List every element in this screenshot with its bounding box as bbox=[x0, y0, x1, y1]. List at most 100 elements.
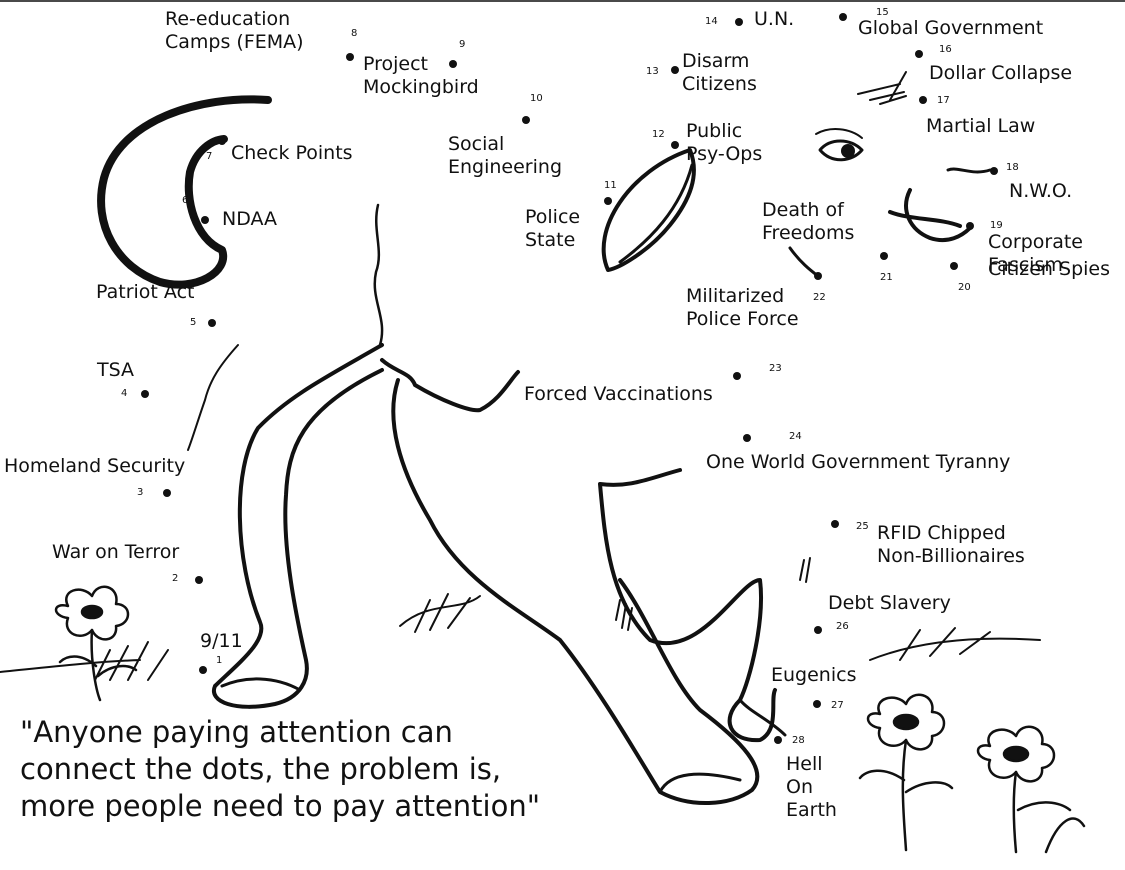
dot-4 bbox=[141, 390, 149, 398]
dot-number: 12 bbox=[652, 129, 665, 140]
dot-5 bbox=[208, 319, 216, 327]
dot-6 bbox=[201, 216, 209, 224]
dot-label: Corporate Fascism bbox=[988, 231, 1083, 276]
dot-20 bbox=[950, 262, 958, 270]
dot-number: 24 bbox=[789, 431, 802, 442]
mouth-curve bbox=[888, 188, 972, 243]
dot-number: 14 bbox=[705, 16, 718, 27]
dot-number: 9 bbox=[459, 39, 466, 50]
dot-number: 18 bbox=[1006, 162, 1019, 173]
dot-number: 8 bbox=[351, 28, 358, 39]
dot-label: 9/11 bbox=[200, 630, 243, 652]
dot-number: 15 bbox=[876, 7, 889, 18]
dot-28 bbox=[774, 736, 782, 744]
tail-curl bbox=[97, 95, 272, 289]
dot-1 bbox=[199, 666, 207, 674]
dot-label: Death of Freedoms bbox=[762, 199, 855, 244]
dot-number: 20 bbox=[958, 282, 971, 293]
dot-label: Project Mockingbird bbox=[363, 53, 479, 98]
fur-tuft bbox=[187, 344, 239, 451]
dot-22 bbox=[814, 272, 822, 280]
dot-number: 25 bbox=[856, 521, 869, 532]
dot-label: NDAA bbox=[222, 208, 278, 230]
dot-number: 27 bbox=[831, 700, 844, 711]
flower-left bbox=[54, 585, 138, 702]
dot-19 bbox=[966, 222, 974, 230]
dot-24 bbox=[743, 434, 751, 442]
dot-label: Disarm Citizens bbox=[682, 50, 757, 95]
dot-label: Militarized Police Force bbox=[686, 285, 799, 330]
dot-number: 11 bbox=[604, 180, 617, 191]
back-crack bbox=[373, 203, 384, 347]
dot-label: Martial Law bbox=[926, 115, 1036, 137]
dot-9 bbox=[449, 60, 457, 68]
dot-number: 5 bbox=[190, 317, 197, 328]
dot-number: 16 bbox=[939, 44, 952, 55]
dot-8 bbox=[346, 53, 354, 61]
dot-17 bbox=[919, 96, 927, 104]
hind-paw bbox=[738, 698, 787, 737]
dot-label: U.N. bbox=[754, 8, 795, 30]
dot-23 bbox=[733, 372, 741, 380]
dot-label: One World Government Tyranny bbox=[706, 451, 1011, 473]
dot-label: Check Points bbox=[231, 142, 353, 164]
dot-25 bbox=[831, 520, 839, 528]
dot-number: 1 bbox=[216, 655, 223, 666]
dot-label: Dollar Collapse bbox=[929, 62, 1073, 84]
dot-number: 6 bbox=[182, 195, 189, 206]
grass bbox=[869, 627, 1041, 661]
front-leg-outline bbox=[380, 358, 760, 806]
dot-label: Social Engineering bbox=[448, 133, 562, 178]
dot-15 bbox=[839, 13, 847, 21]
eye-pupil bbox=[841, 144, 855, 158]
dot-13 bbox=[671, 66, 679, 74]
dot-label: N.W.O. bbox=[1009, 180, 1073, 202]
grass bbox=[0, 641, 169, 681]
dot-16 bbox=[915, 50, 923, 58]
dot-number: 28 bbox=[792, 735, 805, 746]
dot-14 bbox=[735, 18, 743, 26]
dot-label: Police State bbox=[525, 206, 581, 251]
eye-outline bbox=[818, 139, 864, 162]
dot-21 bbox=[880, 252, 888, 260]
dot-label: TSA bbox=[97, 359, 135, 381]
dot-label: Global Government bbox=[858, 17, 1044, 39]
back-leg-outline bbox=[211, 343, 384, 709]
dot-number: 17 bbox=[937, 95, 950, 106]
dot-label: Re-education Camps (FEMA) bbox=[165, 8, 304, 53]
dot-label: War on Terror bbox=[52, 541, 180, 563]
dot-number: 4 bbox=[121, 388, 128, 399]
jaw-line bbox=[788, 246, 820, 278]
dot-3 bbox=[163, 489, 171, 497]
eyebrow bbox=[815, 128, 863, 139]
dot-label: Homeland Security bbox=[4, 455, 186, 477]
front-paw bbox=[658, 772, 742, 794]
fur-tuft bbox=[615, 599, 633, 631]
dot-number: 7 bbox=[206, 151, 213, 162]
dot-number: 13 bbox=[646, 66, 659, 77]
dot-18 bbox=[990, 167, 998, 175]
dot-label: Eugenics bbox=[771, 664, 857, 686]
dot-label: Citizen Spies bbox=[988, 258, 1111, 280]
dot-label: Forced Vaccinations bbox=[524, 383, 713, 405]
dot-label: Public Psy-Ops bbox=[686, 120, 763, 165]
dot-label: Patriot Act bbox=[96, 281, 195, 303]
back-paw bbox=[220, 677, 302, 692]
dot-label: RFID Chipped Non-Billionaires bbox=[877, 522, 1025, 567]
dot-number: 26 bbox=[836, 621, 849, 632]
dot-number: 22 bbox=[813, 292, 826, 303]
fur-tuft bbox=[799, 557, 811, 583]
dot-11 bbox=[604, 197, 612, 205]
dot-number: 3 bbox=[137, 487, 144, 498]
ear-inner bbox=[618, 163, 694, 264]
dot-7 bbox=[218, 137, 226, 145]
flower-right-1 bbox=[858, 693, 954, 852]
ear-outline bbox=[601, 148, 696, 272]
dot-12 bbox=[671, 141, 679, 149]
dot-number: 21 bbox=[880, 272, 893, 283]
whiskers bbox=[857, 71, 907, 105]
dot-label: Debt Slavery bbox=[828, 592, 951, 614]
dot-number: 2 bbox=[172, 573, 179, 584]
